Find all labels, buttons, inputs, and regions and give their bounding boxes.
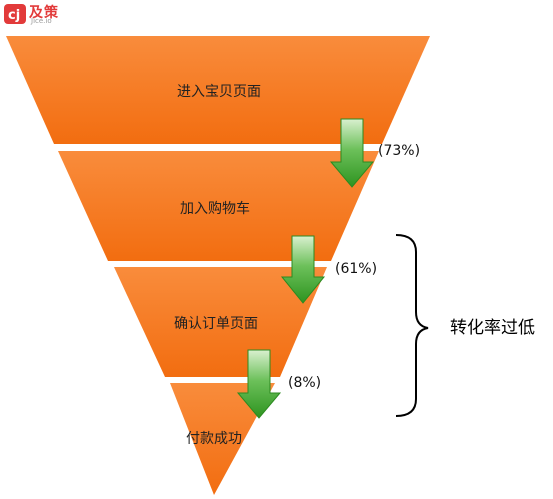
funnel-segment-4: [170, 383, 275, 495]
logo-brand-text: 及策: [29, 5, 59, 21]
note-label: 转化率过低: [450, 318, 535, 338]
stage-label-2: 加入购物车: [180, 200, 250, 217]
stage-label-1: 进入宝贝页面: [177, 84, 261, 100]
svg-text:cj: cj: [8, 8, 20, 23]
logo-mark-icon: cj: [4, 4, 26, 24]
stage-label-3: 确认订单页面: [174, 316, 258, 332]
conversion-label-2: (61%): [335, 261, 377, 277]
funnel-segment-1: [6, 36, 430, 144]
conversion-label-1: (73%): [378, 143, 420, 159]
conversion-label-3: (8%): [288, 375, 321, 391]
conversion-arrow-3: [236, 349, 282, 419]
conversion-arrow-1: [329, 118, 375, 188]
stage-label-4: 付款成功: [186, 431, 242, 447]
conversion-arrow-2: [280, 235, 326, 304]
brand-logo: cj 及策 Jice.io: [4, 2, 84, 26]
funnel-segment-2: [58, 151, 379, 261]
logo-sub-text: Jice.io: [31, 17, 52, 25]
funnel-segment-3: [114, 267, 327, 377]
bracket: [395, 234, 429, 417]
